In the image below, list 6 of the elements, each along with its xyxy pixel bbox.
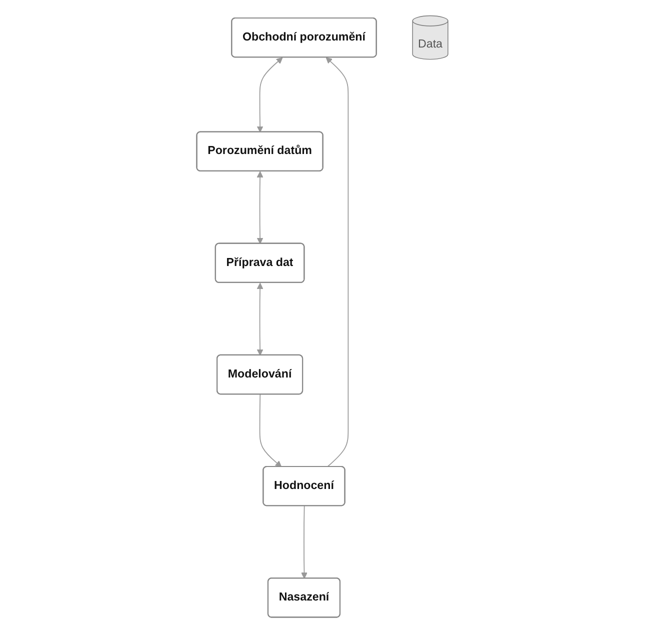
arrow [326,57,349,468]
arrow [260,394,282,468]
arrow [301,506,308,579]
arrow [257,57,283,132]
arrow [257,171,264,244]
arrow [257,282,264,356]
